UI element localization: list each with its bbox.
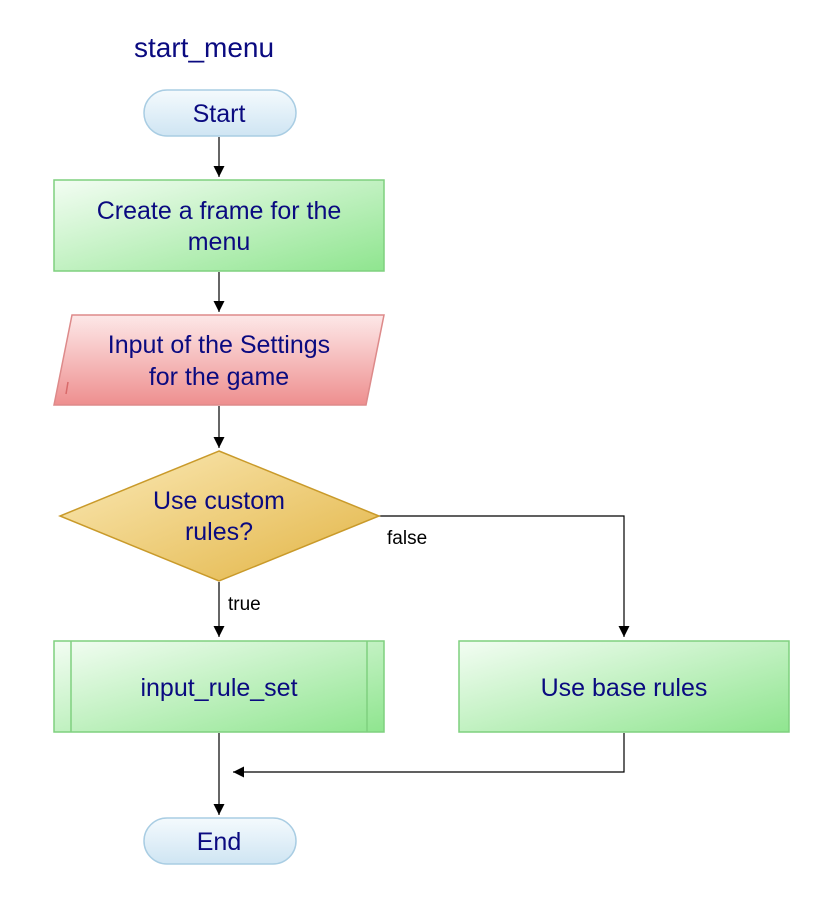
start-node: Start xyxy=(143,89,297,137)
create-frame-label-line-2: menu xyxy=(188,228,251,256)
input-settings-node: Input of the Settings for the game xyxy=(53,314,385,406)
edge-decision-false xyxy=(379,515,630,637)
true-label: true xyxy=(228,594,261,615)
edge-base-to-merge xyxy=(233,733,625,778)
decision-node: Use custom rules? xyxy=(58,450,381,582)
connectors xyxy=(213,137,630,815)
create-frame-node: Create a frame for the menu xyxy=(53,179,385,272)
input-settings-label-line-1: Input of the Settings xyxy=(108,331,330,359)
create-frame-label-line-1: Create a frame for the xyxy=(97,197,342,225)
decision-label-line-2: rules? xyxy=(185,518,253,546)
end-node: End xyxy=(143,817,297,865)
diagram-title: start_menu xyxy=(134,32,274,63)
input-rule-set-node: input_rule_set xyxy=(53,640,385,733)
start-label: Start xyxy=(193,100,246,128)
decision-label-line-1: Use custom xyxy=(153,487,285,515)
input-settings-label-line-2: for the game xyxy=(149,363,289,391)
base-rules-label: Use base rules xyxy=(541,674,708,702)
false-label: false xyxy=(387,528,427,549)
input-rule-set-label: input_rule_set xyxy=(140,674,297,702)
base-rules-node: Use base rules xyxy=(458,640,790,733)
end-label: End xyxy=(197,828,241,856)
